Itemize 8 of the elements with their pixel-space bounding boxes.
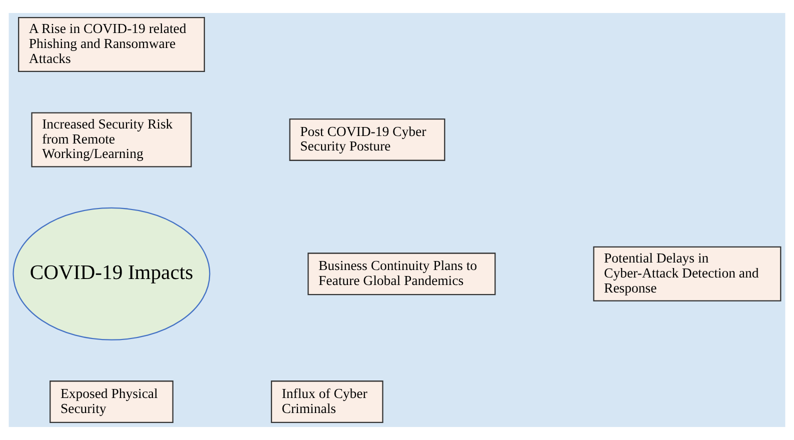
- node-box: Post COVID-19 Cyber Security Posture: [289, 118, 446, 161]
- node-ellipse: COVID-19 Impacts: [12, 207, 210, 340]
- node-box: Business Continuity Plans to Feature Global Pandemics: [308, 252, 496, 296]
- node-box: Potential Delays in Cyber-Attack Detection and Response: [593, 246, 782, 302]
- node-box: Influx of Cyber Criminals: [270, 380, 384, 423]
- node-box: Increased Security Risk from Remote Working/Learning: [31, 112, 192, 168]
- node-box: A Rise in COVID-19 related Phishing and Ransomware Attacks: [18, 17, 205, 72]
- node-box: Exposed Physical Security: [50, 380, 174, 423]
